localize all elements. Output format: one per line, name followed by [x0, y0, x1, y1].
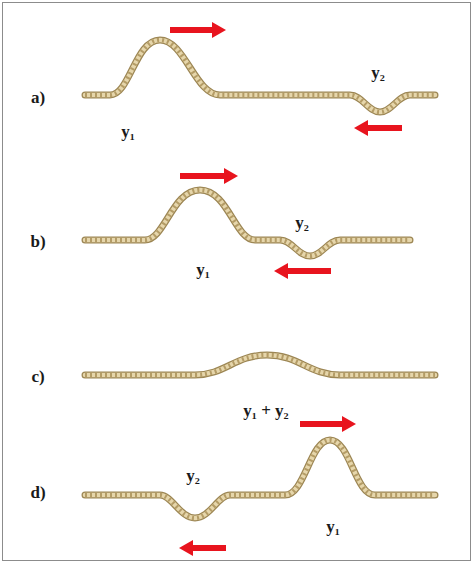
panel-letter: b)	[30, 233, 45, 250]
direction-arrow	[300, 416, 356, 432]
wave-label: y₁	[196, 261, 210, 278]
direction-arrow	[274, 263, 331, 279]
direction-arrow	[180, 168, 238, 184]
wave-label: y₁ + y₂	[243, 402, 288, 419]
rope-a	[85, 40, 435, 112]
wave-label: y₂	[371, 64, 385, 81]
wave-label: y₂	[186, 467, 200, 484]
panel-letter: a)	[31, 89, 45, 106]
wave-label: y₁	[121, 123, 135, 140]
wave-label: y₂	[295, 214, 309, 231]
direction-arrow	[354, 120, 402, 136]
rope-b	[85, 190, 410, 256]
figure-frame	[3, 3, 471, 561]
rope-d	[85, 440, 435, 518]
panel-letter: c)	[31, 368, 44, 385]
direction-arrow	[179, 540, 226, 556]
panel-letter: d)	[30, 484, 45, 501]
direction-arrow	[170, 22, 226, 38]
wave-label: y₁	[326, 518, 340, 535]
rope-c	[85, 355, 435, 375]
